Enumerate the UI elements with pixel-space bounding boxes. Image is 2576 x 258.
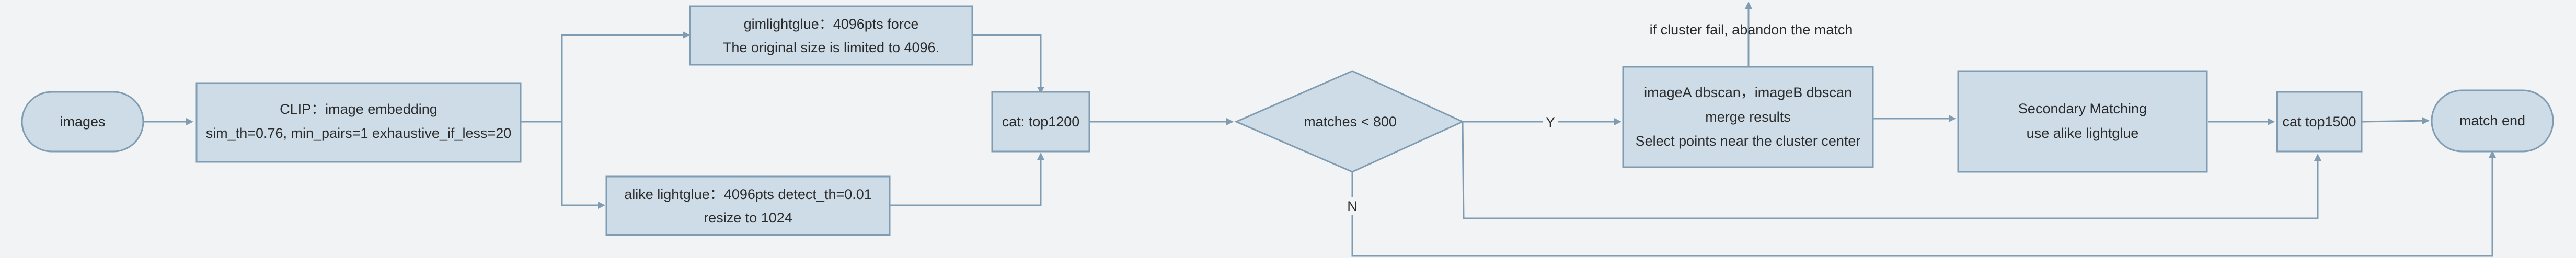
node-cat-top1200: cat: top1200 — [991, 91, 1090, 153]
node-dbscan-line3: Select points near the cluster center — [1636, 133, 1861, 149]
node-dbscan-shape — [1622, 66, 1874, 168]
node-clip: CLIP：image embedding sim_th=0.76, min_pa… — [196, 82, 522, 163]
yes-label-bg — [1543, 113, 1558, 131]
no-label: N — [1347, 198, 1358, 214]
edge-alike-to-cat1200 — [890, 153, 1044, 206]
node-cat-top1200-label: cat: top1200 — [1002, 114, 1080, 130]
node-alike: alike lightglue：4096pts detect_th=0.01 r… — [605, 175, 891, 236]
node-images-shape — [21, 91, 144, 153]
node-gim-shape — [689, 5, 973, 66]
node-clip-line1: CLIP：image embedding — [280, 101, 438, 117]
node-gim-line1: gimlightglue：4096pts force — [744, 16, 919, 32]
edge-decision-bypass-to-cat1500 — [1462, 121, 2321, 219]
node-clip-line2: sim_th=0.76, min_pairs=1 exhaustive_if_l… — [206, 125, 512, 141]
node-dbscan: imageA dbscan，imageB dbscan merge result… — [1622, 66, 1874, 168]
node-secondary-line1: Secondary Matching — [2018, 101, 2147, 116]
node-match-end: match end — [2431, 89, 2554, 153]
node-match-end-shape — [2431, 89, 2554, 153]
edge-decision-no-to-end — [1351, 150, 2496, 257]
node-images: images — [21, 91, 144, 153]
node-secondary-shape — [1957, 70, 2208, 173]
node-cat-top1500-label: cat top1500 — [2282, 114, 2356, 130]
edge-clip-to-gim — [521, 31, 690, 123]
node-secondary-line2: use alike lightglue — [2027, 125, 2139, 141]
no-label-bg — [1344, 197, 1360, 215]
node-decision-label: matches < 800 — [1304, 114, 1397, 130]
node-alike-line2: resize to 1024 — [704, 210, 792, 226]
node-alike-line1: alike lightglue：4096pts detect_th=0.01 — [624, 186, 872, 202]
node-match-end-label: match end — [2459, 113, 2525, 128]
yes-label: Y — [1546, 114, 1555, 130]
node-secondary: Secondary Matching use alike lightglue — [1957, 70, 2208, 173]
node-decision: matches < 800 — [1234, 70, 1465, 173]
edge-gim-to-cat1200 — [972, 34, 1044, 94]
node-cat-top1200-shape — [991, 91, 1090, 153]
node-gim: gimlightglue：4096pts force The original … — [689, 5, 973, 66]
node-decision-shape — [1234, 70, 1465, 173]
node-cat-top1500-shape — [2276, 91, 2363, 153]
node-dbscan-line2: merge results — [1705, 109, 1791, 125]
node-alike-shape — [605, 175, 891, 236]
node-gim-line2: The original size is limited to 4096. — [723, 40, 939, 55]
node-images-label: images — [60, 114, 105, 130]
edge-cat1500-to-end — [2361, 117, 2430, 125]
node-clip-shape — [196, 82, 522, 163]
edge-clip-to-alike — [561, 122, 605, 209]
cluster-fail-label: if cluster fail, abandon the match — [1650, 22, 1853, 38]
node-cat-top1500: cat top1500 — [2276, 91, 2363, 153]
node-dbscan-line1: imageA dbscan，imageB dbscan — [1644, 85, 1852, 100]
